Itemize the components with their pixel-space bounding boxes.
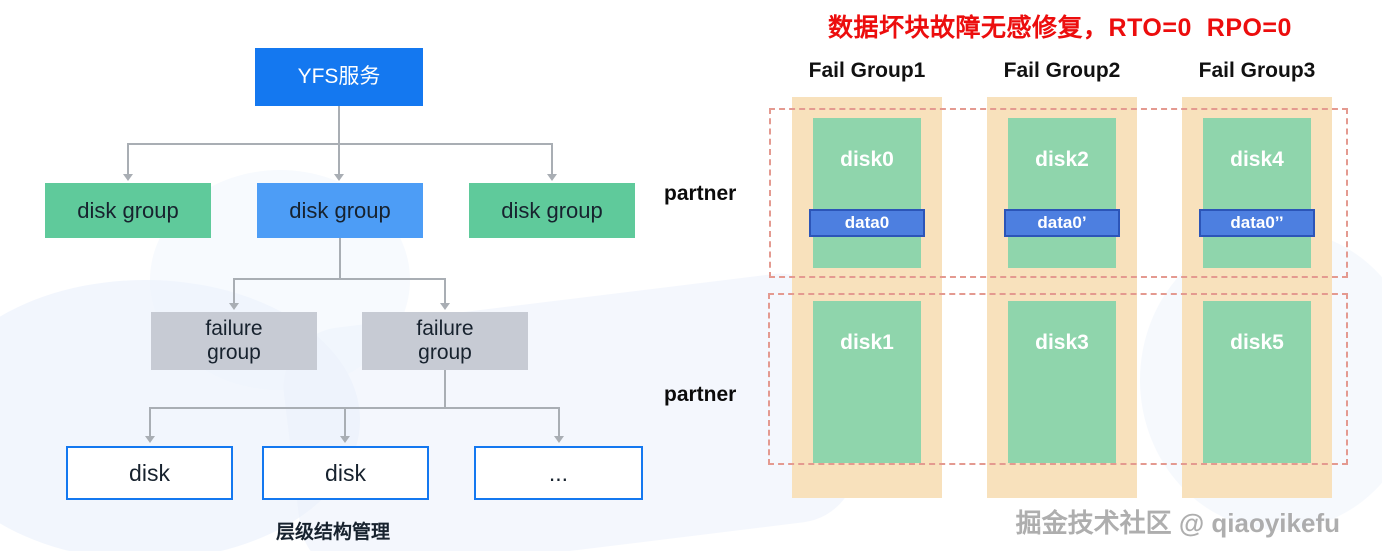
disk-group-box: disk group [45, 183, 211, 238]
disk-block: disk3 [1008, 301, 1116, 463]
connector-line [127, 143, 129, 175]
connector-line [149, 407, 151, 437]
failure-group-label-line1: failure [205, 316, 263, 340]
arrow-down-icon [440, 303, 450, 310]
fail-group-header: Fail Group3 [1198, 59, 1316, 82]
partner-group-outline [769, 108, 1348, 278]
disk-group-box: disk group [469, 183, 635, 238]
disk-box-ellipsis: ... [474, 446, 643, 500]
fail-group-column: disk2 data0’ disk3 [987, 97, 1137, 498]
disk-label: disk2 [1035, 148, 1089, 171]
arrow-down-icon [145, 436, 155, 443]
disk-box: disk [262, 446, 429, 500]
connector-line [339, 238, 341, 278]
arrow-down-icon [123, 174, 133, 181]
disk-block: disk2 [1008, 118, 1116, 268]
repair-title: 数据坏块故障无感修复，RTO=0 RPO=0 [828, 14, 1292, 42]
disk-block: disk0 [813, 118, 921, 268]
connector-line [444, 370, 446, 407]
data-block: data0’ [1004, 209, 1120, 237]
community-watermark: 掘金技术社区 @ qiaoyikefu [1015, 508, 1340, 538]
arrow-down-icon [340, 436, 350, 443]
failure-group-label-line2: group [418, 341, 472, 364]
failure-group-label-line2: group [207, 341, 261, 364]
arrow-down-icon [554, 436, 564, 443]
fail-group-header: Fail Group2 [1003, 59, 1121, 82]
disk-label: disk4 [1230, 148, 1284, 171]
connector-line [338, 143, 340, 175]
disk-label: disk0 [840, 148, 894, 171]
connector-line [558, 407, 560, 437]
connector-line [551, 143, 553, 175]
partner-label: partner [664, 182, 737, 205]
failure-group-box: failure group [151, 312, 317, 370]
hierarchy-caption: 层级结构管理 [275, 522, 390, 543]
connector-line [149, 407, 560, 409]
connector-line [233, 278, 445, 280]
fail-group-header: Fail Group1 [808, 59, 926, 82]
connector-line [338, 106, 340, 143]
failure-group-box: failure group [362, 312, 528, 370]
arrow-down-icon [229, 303, 239, 310]
arrow-down-icon [334, 174, 344, 181]
disk-group-box-selected: disk group [257, 183, 423, 238]
failure-group-label-line1: failure [416, 316, 474, 340]
disk-label: disk3 [1035, 331, 1089, 354]
disk-box: disk [66, 446, 233, 500]
connector-line [233, 278, 235, 304]
yfs-service-box: YFS服务 [255, 48, 423, 106]
connector-line [344, 407, 346, 437]
partner-group-outline [768, 293, 1348, 465]
partner-label: partner [664, 383, 737, 406]
connector-line [444, 278, 446, 304]
arrow-down-icon [547, 174, 557, 181]
data-block: data0 [809, 209, 925, 237]
